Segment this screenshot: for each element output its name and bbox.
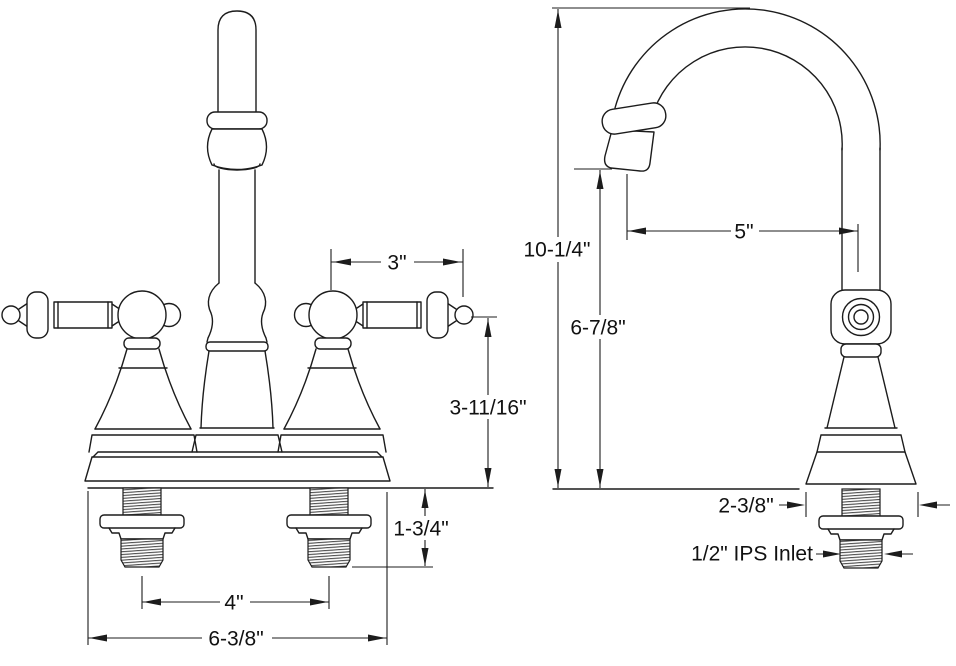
side-shank <box>818 488 904 569</box>
dim-shank-height: 1-3/4" <box>352 489 456 568</box>
gooseneck-spout <box>601 8 881 293</box>
handle-left <box>1 290 198 453</box>
right-shank <box>286 487 372 568</box>
front-view-drawing: 3" 3-11/16" 1-3/4" 4" <box>1 10 534 651</box>
dim-label-handle-height: 3-11/16" <box>449 397 526 420</box>
left-shank <box>99 487 185 568</box>
dim-label-handle-centers: 4" <box>224 592 243 615</box>
dim-handle-height: 3-11/16" <box>443 316 534 487</box>
dim-label-shank-height: 1-3/4" <box>393 518 448 541</box>
dim-spout-reach: 5" <box>626 174 859 272</box>
handle-right <box>277 290 474 453</box>
dim-label-inlet: 1/2" IPS Inlet <box>691 543 813 566</box>
aerator-band <box>601 102 667 135</box>
side-view-drawing: 10-1/4" 6-7/8" 5" 2-3/8" <box>517 7 950 569</box>
dim-label-spout-height: 6-7/8" <box>570 317 625 340</box>
dim-label-base-depth: 2-3/8" <box>718 495 773 518</box>
side-body <box>552 289 917 490</box>
dim-overall-height: 10-1/4" <box>517 7 750 488</box>
dim-label-overall-height: 10-1/4" <box>524 239 591 262</box>
dim-label-handle-length: 3" <box>387 252 406 275</box>
dim-spout-height: 6-7/8" <box>564 168 633 488</box>
dim-label-overall-width: 6-3/8" <box>208 628 263 651</box>
handle-hub-outer-circle <box>841 297 881 337</box>
escutcheon-base <box>84 451 494 489</box>
dim-label-spout-reach: 5" <box>734 221 753 244</box>
spout-column <box>191 10 283 453</box>
dim-overall-width: 6-3/8" <box>87 491 388 651</box>
dim-inlet: 1/2" IPS Inlet <box>691 543 913 566</box>
dim-handle-length: 3" <box>330 249 464 297</box>
dim-handle-centers: 4" <box>141 576 330 615</box>
dim-base-depth: 2-3/8" <box>718 492 950 518</box>
